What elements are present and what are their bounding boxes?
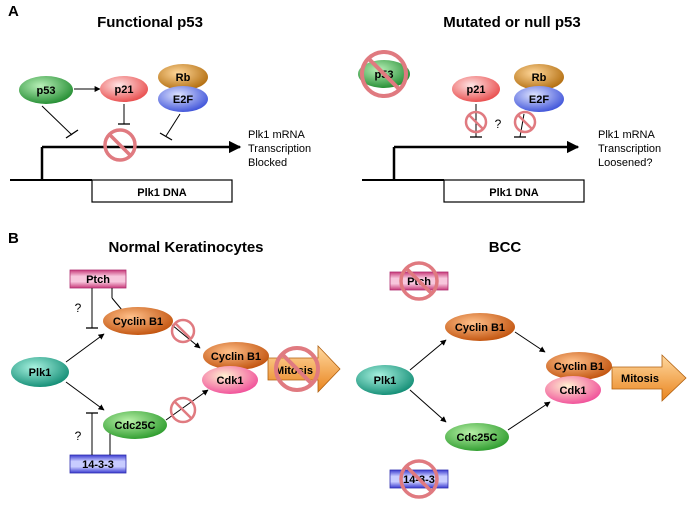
cdc25c-label-bcc: Cdc25C [457, 432, 498, 444]
right-text-line-3: Loosened? [598, 157, 652, 169]
panel-a-left-title: Functional p53 [97, 14, 203, 31]
plk1-dna-box [91, 179, 233, 203]
p53-node [19, 76, 73, 104]
cyclin-b1-node [103, 307, 173, 335]
panel-b-right: Ptch 14-3-3 Plk1 Cyclin B1 Cdc25C Cyclin… [356, 261, 687, 499]
complex-cyclin-b1-node-bcc [546, 352, 612, 380]
cdc25c-label: Cdc25C [115, 420, 156, 432]
e2f-node-right [514, 86, 564, 112]
cyclin-b1-label: Cyclin B1 [113, 316, 163, 328]
rb-label: Rb [176, 72, 191, 84]
cdc25c-node-bcc [445, 423, 509, 451]
p21-label-right: p21 [467, 84, 486, 96]
forbidden-icon [170, 318, 196, 344]
cdk1-node-bcc [545, 376, 601, 404]
cyclin-b1-label-bcc: Cyclin B1 [455, 322, 505, 334]
protein-1433-label: 14-3-3 [82, 459, 114, 471]
rb-node-right [514, 64, 564, 90]
cdc25c-node [103, 411, 167, 439]
forbidden-icon [513, 110, 537, 134]
panel-a-right: Plk1 DNA p53 p21 Rb E2F ? Plk1 mRNA Tran… [358, 50, 661, 203]
forbidden-icon [103, 128, 137, 162]
forbidden-icon [274, 346, 320, 392]
panel-b-letter: B [8, 230, 19, 247]
cyclin-b1-node-bcc [445, 313, 515, 341]
panel-a-right-title: Mutated or null p53 [443, 14, 581, 31]
protein-1433-question: ? [75, 429, 82, 443]
p53-label: p53 [37, 85, 56, 97]
cdk1-label: Cdk1 [217, 375, 244, 387]
cdk1-node [202, 366, 258, 394]
ptch-label: Ptch [86, 274, 110, 286]
plk1-dna-box-right [443, 179, 585, 203]
ptch-bar [69, 269, 127, 289]
rb-label-right: Rb [532, 72, 547, 84]
plk1-node [11, 357, 69, 387]
e2f-label: E2F [173, 94, 193, 106]
plk1-label-bcc: Plk1 [374, 375, 397, 387]
right-text-line-1: Plk1 mRNA [598, 129, 656, 141]
mitosis-arrow-bcc [611, 354, 687, 402]
left-text-line-1: Plk1 mRNA [248, 129, 306, 141]
forbidden-icon [169, 396, 197, 424]
forbidden-icon [399, 261, 439, 301]
plk1-dna-label: Plk1 DNA [137, 187, 187, 199]
complex-cyclin-b1-label: Cyclin B1 [211, 351, 261, 363]
e2f-node [158, 86, 208, 112]
complex-cyclin-b1-node [203, 342, 269, 370]
e2f-label-right: E2F [529, 94, 549, 106]
plk1-to-cyclin-arrow [65, 333, 105, 363]
right-text-line-2: Transcription [598, 143, 661, 155]
panel-b-left-title: Normal Keratinocytes [108, 239, 263, 256]
left-text-line-2: Transcription [248, 143, 311, 155]
plk1-to-cdc25c-arrow [65, 381, 105, 411]
e2f-inhibition-line [165, 113, 181, 137]
cdk1-label-bcc: Cdk1 [560, 385, 587, 397]
ptch-question: ? [75, 301, 82, 315]
panel-a-left: Plk1 DNA p53 p21 Rb E2F Plk1 mRNA Transc… [10, 64, 311, 203]
plk1-dna-label-right: Plk1 DNA [489, 187, 539, 199]
cyclin-to-complex-arrow [171, 324, 201, 349]
protein-1433-bar [69, 454, 127, 474]
panel-a-letter: A [8, 3, 19, 20]
p21-node [100, 76, 148, 102]
forbidden-icon [360, 50, 408, 98]
p53-inhibition-line [41, 105, 73, 136]
p21-label: p21 [115, 84, 134, 96]
mitosis-label-bcc: Mitosis [621, 373, 659, 385]
forbidden-icon [399, 459, 439, 499]
panel-b-left: Ptch ? 14-3-3 ? Plk1 Cyclin B1 Cdc25C [11, 269, 341, 474]
complex-cyclin-b1-label-bcc: Cyclin B1 [554, 361, 604, 373]
plk1-node-bcc [356, 365, 414, 395]
forbidden-icon [464, 110, 488, 134]
p21-node-right [452, 76, 500, 102]
mitosis-arrow [267, 345, 341, 393]
rb-node [158, 64, 208, 90]
plk1-label: Plk1 [29, 367, 52, 379]
left-text-line-3: Blocked [248, 157, 287, 169]
question-mark: ? [495, 117, 502, 131]
panel-b-right-title: BCC [489, 239, 522, 256]
